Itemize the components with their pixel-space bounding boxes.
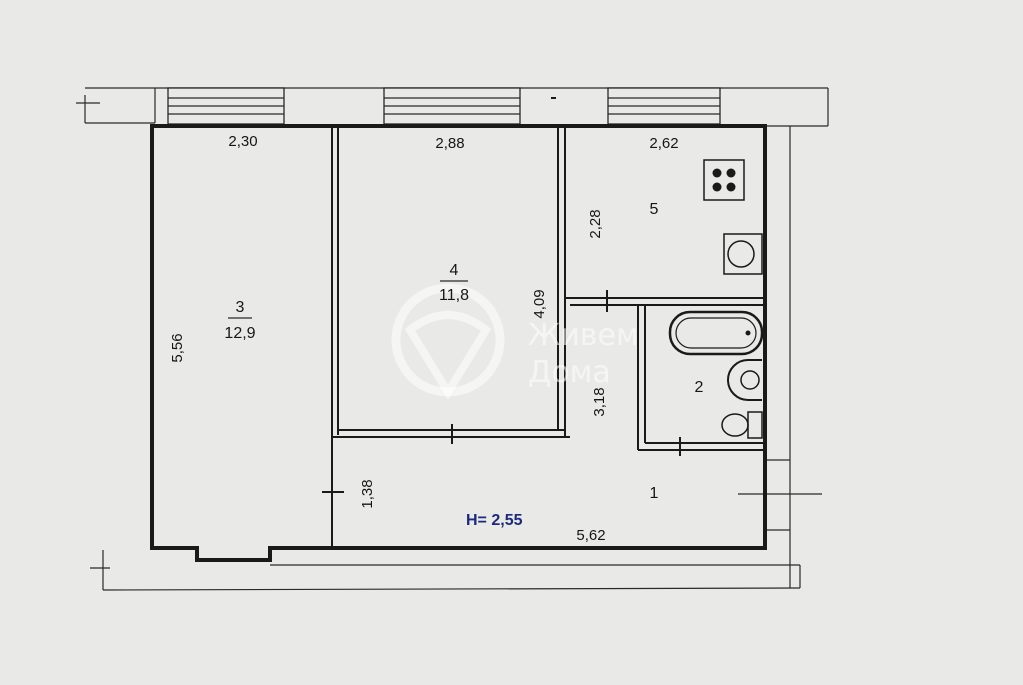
- washbasin-icon: [727, 359, 762, 401]
- window-room5: [607, 87, 721, 125]
- ceiling-height: Н= 2,55: [466, 512, 523, 529]
- dim-hall-width: 1,38: [359, 479, 376, 508]
- room-number: 3: [236, 299, 245, 316]
- dim-hall-length: 3,18: [591, 387, 608, 416]
- walls: [150, 97, 767, 562]
- watermark-line1: Живем: [528, 318, 639, 353]
- dim-room5-length: 2,28: [587, 209, 604, 238]
- watermark-line2: Дома: [528, 355, 611, 390]
- dim-room4-length: 4,09: [531, 289, 548, 318]
- stove-icon: [703, 159, 745, 201]
- window-room3: [167, 87, 285, 125]
- window-room4: [383, 87, 521, 125]
- room-2-number: 2: [695, 379, 704, 396]
- room-4-label: 4 11,8: [439, 262, 469, 304]
- room-5-number: 5: [650, 201, 659, 218]
- outer-wall-lines: [76, 87, 829, 591]
- room-3-label: 3 12,9: [224, 299, 255, 342]
- room-number: 4: [450, 262, 459, 279]
- dim-room3-width: 2,30: [228, 133, 257, 150]
- dim-total-length: 5,62: [576, 527, 605, 544]
- room-area: 11,8: [439, 287, 469, 304]
- dim-room5-width: 2,62: [649, 135, 678, 152]
- watermark: Живем Дома: [391, 283, 639, 400]
- dim-room3-length: 5,56: [169, 333, 186, 362]
- room-1-number: 1: [650, 485, 659, 502]
- dim-room4-width: 2,88: [435, 135, 464, 152]
- room-area: 12,9: [224, 325, 255, 342]
- toilet-icon: [721, 411, 763, 439]
- bathtub-icon: [668, 310, 764, 356]
- sink-icon: [723, 233, 763, 275]
